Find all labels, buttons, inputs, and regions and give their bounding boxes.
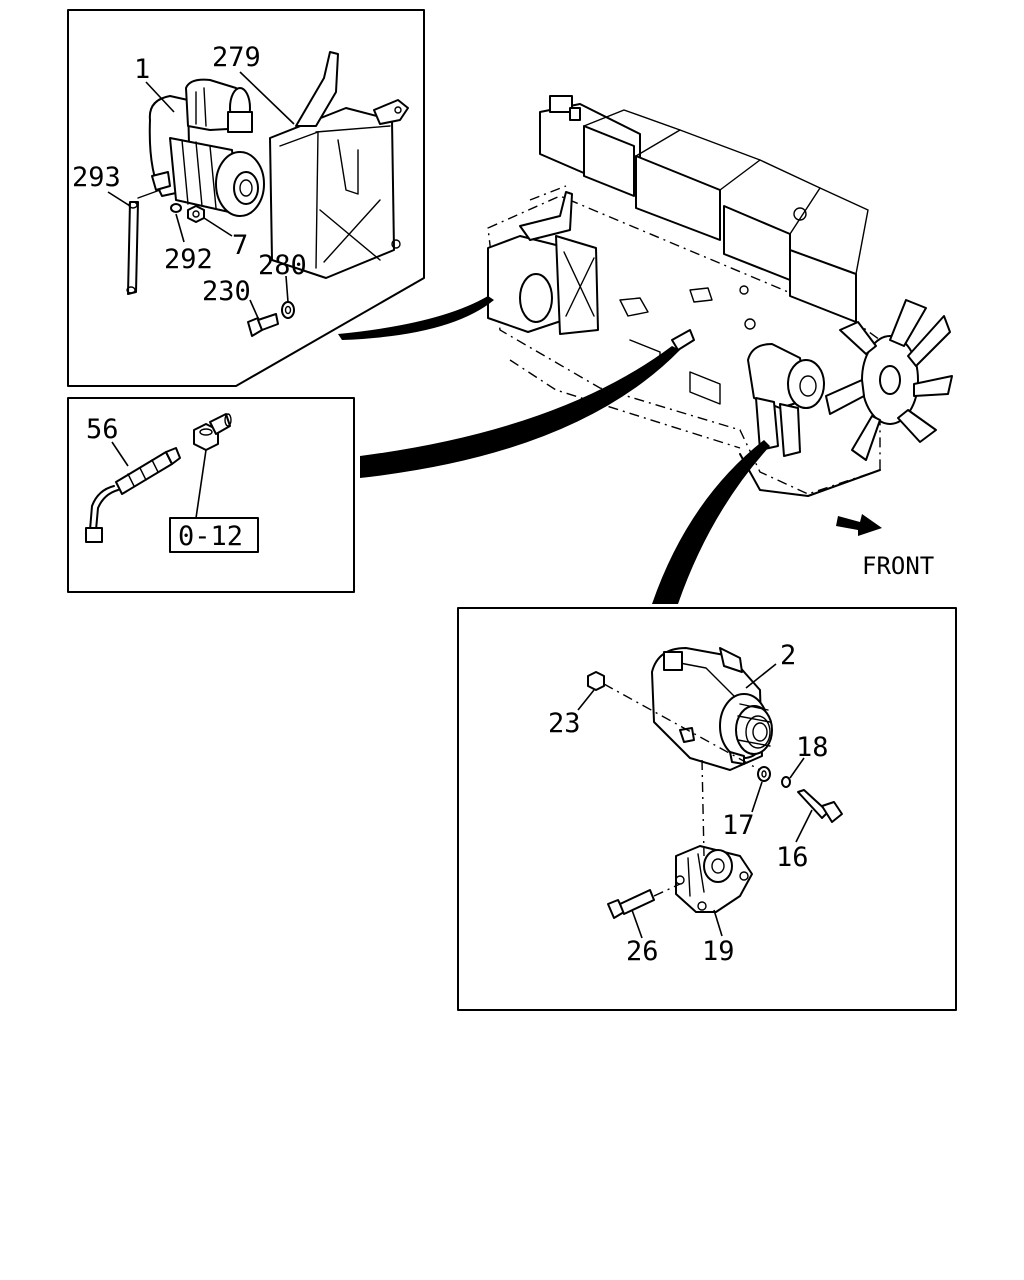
callout-1: 1 <box>134 54 150 85</box>
sweep-arrow-sensor <box>360 346 680 478</box>
alignment-centerline-2 <box>701 759 705 857</box>
leader-18 <box>789 757 805 779</box>
alignment-centerline-1 <box>603 683 761 771</box>
callout-292: 292 <box>164 244 213 275</box>
leader-280 <box>285 275 289 303</box>
leader-56 <box>111 441 129 467</box>
leader-16 <box>795 809 813 843</box>
sweep-arrow-starter <box>338 296 494 340</box>
sweep-arrow-alternator <box>652 440 770 604</box>
cooling-fan <box>825 299 953 461</box>
leader-ref <box>195 449 207 519</box>
alternator-detail-panel <box>457 607 957 1011</box>
starter-heat-shield-bracket <box>269 51 409 279</box>
leader-230 <box>249 299 259 319</box>
callout-2: 2 <box>780 640 796 671</box>
callout-293: 293 <box>72 162 121 193</box>
alternator-illustration <box>651 647 773 771</box>
leader-19 <box>713 909 723 937</box>
leader-292 <box>175 213 185 243</box>
leader-26 <box>631 909 643 939</box>
leader-1 <box>145 81 175 113</box>
adapter-fitting-illustration <box>193 413 232 451</box>
ground-strap <box>126 189 161 295</box>
alignment-centerline-3 <box>653 883 681 897</box>
washer-and-nut <box>170 203 205 223</box>
sensor-detail-panel <box>67 397 355 593</box>
leader-279 <box>239 71 295 125</box>
fasteners-illustration <box>587 671 843 919</box>
callout-279: 279 <box>212 42 261 73</box>
leader-17 <box>751 781 763 813</box>
reference-box-frame <box>169 517 259 553</box>
callout-7: 7 <box>232 230 248 261</box>
callout-23: 23 <box>548 708 581 739</box>
leader-7 <box>203 217 233 237</box>
front-label: FRONT <box>862 552 934 580</box>
callout-230: 230 <box>202 276 251 307</box>
leader-2 <box>745 663 777 689</box>
front-direction-arrow <box>836 514 882 536</box>
callout-18: 18 <box>796 732 829 763</box>
callout-26: 26 <box>626 936 659 967</box>
callout-280: 280 <box>258 250 307 281</box>
bolt-and-washer <box>247 301 295 337</box>
starter-detail-panel <box>67 9 425 387</box>
callout-56: 56 <box>86 414 119 445</box>
callout-17: 17 <box>722 810 755 841</box>
engine-block-illustration <box>487 95 953 497</box>
mounting-bracket-illustration <box>675 845 753 913</box>
leader-293 <box>107 191 131 207</box>
reference-box-label: 0-12 <box>178 521 243 552</box>
pressure-sensor-illustration <box>85 447 181 543</box>
callout-16: 16 <box>776 842 809 873</box>
starter-motor-illustration <box>148 78 265 217</box>
callout-19: 19 <box>702 936 735 967</box>
leader-23 <box>577 689 595 711</box>
